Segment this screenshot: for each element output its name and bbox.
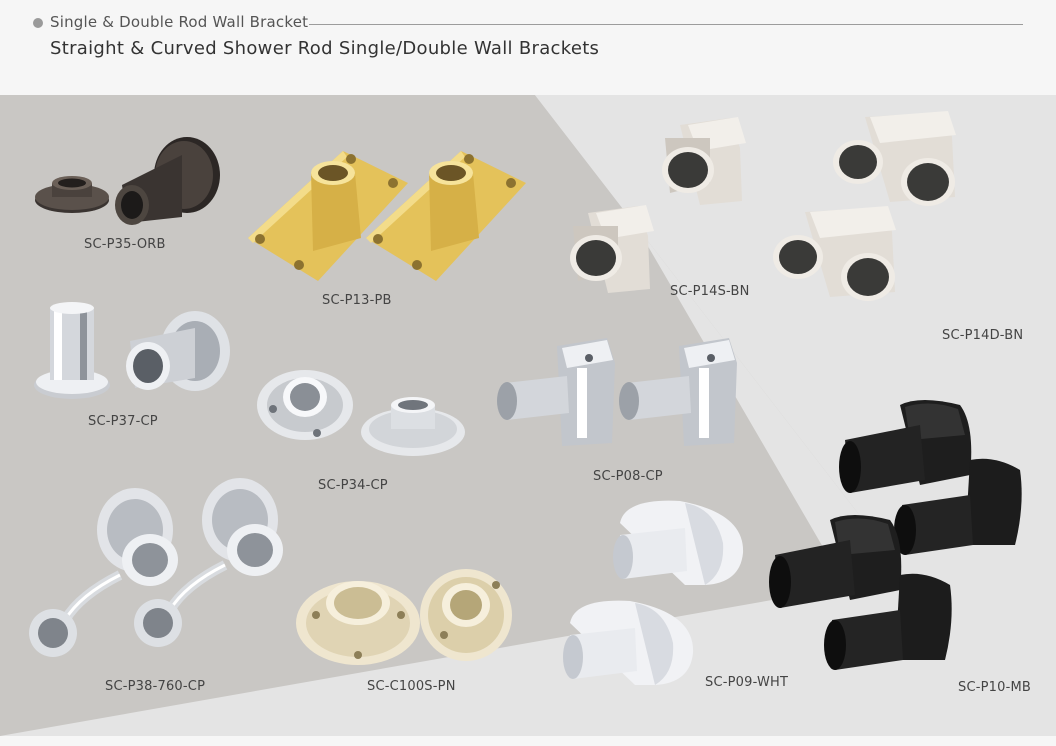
brushed-nickel-single-bracket-image [570, 117, 746, 293]
header-divider [309, 24, 1023, 25]
white-bracket-image [563, 500, 744, 685]
product-code: SC-P14S-BN [670, 284, 750, 299]
product-code: SC-P37-CP [88, 414, 158, 429]
product-sc-p35-orb[interactable] [32, 135, 232, 235]
chrome-flange-image [257, 370, 465, 456]
product-code: SC-P38-760-CP [105, 679, 206, 694]
footer-strip [0, 736, 1056, 746]
polished-brass-bracket-image [248, 151, 526, 281]
chrome-double-bracket-image [497, 338, 737, 446]
product-sc-p09-wht[interactable] [563, 493, 750, 693]
product-sc-p14d-bn[interactable] [770, 107, 1010, 322]
product-panel: SC-P35-ORB [0, 95, 1056, 736]
product-code: SC-P14D-BN [942, 328, 1024, 343]
product-sc-p14s-bn[interactable] [560, 113, 770, 293]
chrome-bracket-image [34, 302, 230, 399]
page-title: Straight & Curved Shower Rod Single/Doub… [50, 38, 600, 59]
section-label: Single & Double Rod Wall Bracket [50, 13, 309, 31]
product-code: SC-P35-ORB [84, 237, 166, 252]
product-sc-p38-760-cp[interactable] [25, 478, 290, 665]
product-sc-p08-cp[interactable] [497, 338, 747, 453]
matte-black-bracket-image [769, 400, 1022, 670]
oil-rubbed-bronze-bracket-image [35, 137, 220, 225]
product-sc-p37-cp[interactable] [30, 302, 240, 408]
chrome-curved-bracket-image [29, 478, 283, 657]
product-sc-p34-cp[interactable] [255, 367, 470, 467]
product-code: SC-C100S-PN [367, 679, 456, 694]
product-sc-c100s-pn[interactable] [296, 565, 531, 675]
product-sc-p13-pb[interactable] [243, 143, 538, 283]
product-sc-p10-mb[interactable] [769, 395, 1040, 680]
brushed-nickel-double-bracket-image [773, 111, 956, 301]
polished-nickel-flange-image [296, 569, 512, 665]
header: Single & Double Rod Wall Bracket Straigh… [0, 0, 1056, 95]
product-code: SC-P34-CP [318, 478, 388, 493]
product-code: SC-P09-WHT [705, 675, 789, 690]
product-code: SC-P08-CP [593, 469, 663, 484]
product-code: SC-P13-PB [322, 293, 392, 308]
product-code: SC-P10-MB [958, 680, 1032, 695]
section-bullet-icon [33, 18, 43, 28]
